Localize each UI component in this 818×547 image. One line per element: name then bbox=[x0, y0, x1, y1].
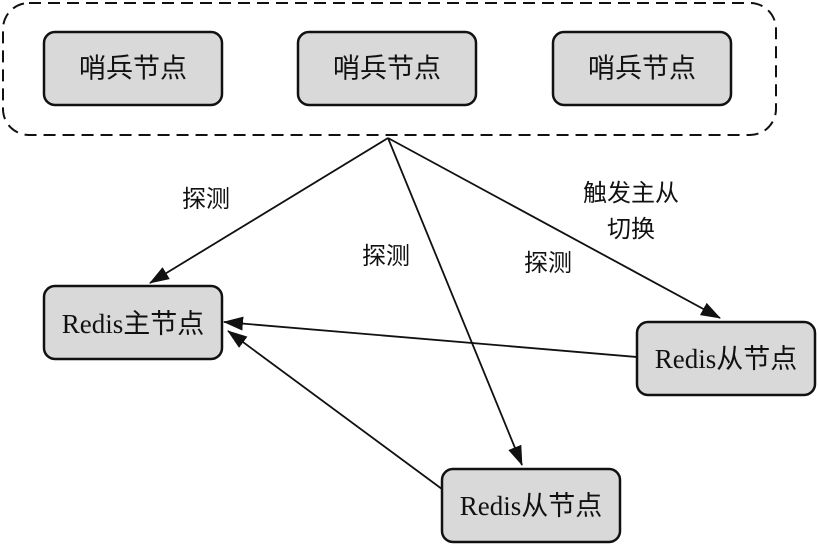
edge-failover-right-slave bbox=[387, 137, 721, 319]
redis-slave-right-label: Redis从节点 bbox=[655, 344, 798, 375]
redis-slave-node-right: Redis从节点 bbox=[635, 320, 817, 397]
edge-bottom-slave-to-master bbox=[227, 330, 447, 493]
edge-label-probe-master: 探测 bbox=[182, 185, 230, 213]
sentinel-group-frame bbox=[2, 2, 777, 136]
redis-slave-bottom-label: Redis从节点 bbox=[460, 491, 603, 522]
sentinel-node-2-label: 哨兵节点 bbox=[333, 54, 441, 85]
edge-label-failover-line2: 切换 bbox=[607, 215, 655, 243]
edge-probe-bottom-slave bbox=[387, 137, 523, 466]
redis-master-node: Redis主节点 bbox=[42, 284, 224, 361]
sentinel-node-1: 哨兵节点 bbox=[42, 30, 224, 107]
edge-label-probe-bottom: 探测 bbox=[362, 242, 410, 270]
sentinel-node-3: 哨兵节点 bbox=[551, 30, 733, 107]
sentinel-node-3-label: 哨兵节点 bbox=[588, 54, 696, 85]
redis-slave-node-bottom: Redis从节点 bbox=[440, 467, 622, 544]
sentinel-node-1-label: 哨兵节点 bbox=[79, 54, 187, 85]
edge-label-probe-right: 探测 bbox=[524, 249, 572, 277]
sentinel-node-2: 哨兵节点 bbox=[296, 30, 478, 107]
edge-label-failover-line1: 触发主从 bbox=[583, 179, 679, 207]
edge-right-slave-to-master bbox=[223, 316, 638, 358]
edge-probe-master bbox=[149, 137, 389, 284]
redis-master-label: Redis主节点 bbox=[62, 309, 205, 340]
